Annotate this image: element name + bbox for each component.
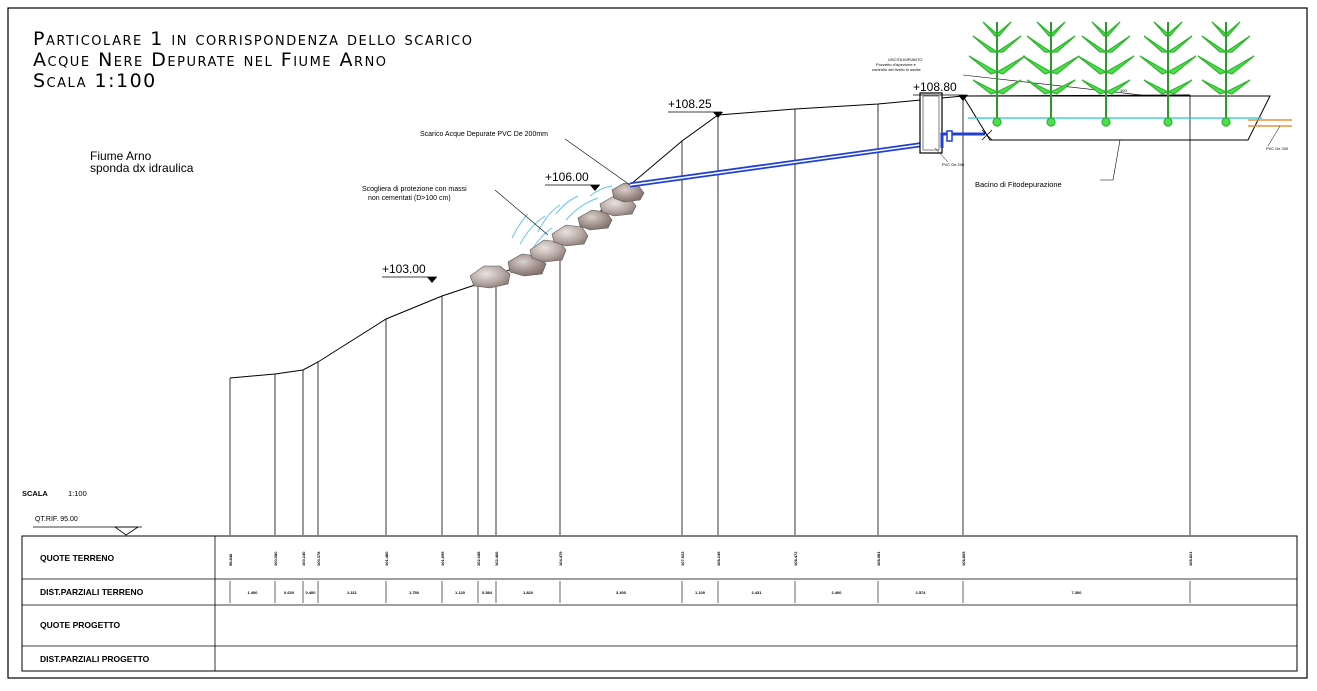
dist-terreno-value: 1.100	[695, 590, 706, 595]
annotation-bacino-tag: 300	[1120, 88, 1127, 93]
quote-terreno-cells: 98.846 100.080 100.140 100.378 101.480 101.69…	[228, 551, 1193, 566]
title-line-1: Particolare 1 in corrispondenza dello sc…	[33, 28, 473, 50]
leader-scogliera	[494, 189, 549, 236]
scale-label: SCALA	[22, 489, 48, 498]
dist-terreno-cells: 1.400 0.630 0.400 2.311 1.750 1.120 0.584 1.820…	[229, 581, 1191, 603]
title-line-3: Scala 1:100	[33, 70, 157, 92]
inspection-chamber	[919, 92, 993, 154]
rock-riprap	[469, 182, 645, 289]
svg-text:+108.80: +108.80	[913, 80, 957, 94]
section-lines	[229, 95, 1191, 535]
quote-terreno-value: 100.378	[316, 551, 321, 566]
quote-terreno-value: 98.846	[228, 553, 233, 566]
annotation-pvc-small: PVC De 200	[942, 162, 965, 167]
quote-terreno-value: 104.479	[558, 551, 563, 566]
elevation-108-80: +108.80	[913, 80, 968, 101]
elevation-108-25: +108.25	[668, 97, 723, 118]
quote-terreno-value: 108.581	[876, 551, 881, 566]
leader-scarico	[564, 138, 631, 186]
quote-terreno-value: 108.472	[793, 551, 798, 566]
outer-frame	[7, 7, 1308, 679]
leader-pvc-right	[1267, 125, 1281, 147]
title-line-2: Acque Nere Depurate nel Fiume Arno	[33, 49, 388, 71]
dist-terreno-value: 2.574	[915, 590, 926, 595]
table-row-quote-terreno: QUOTE TERRENO	[40, 553, 115, 563]
svg-text:+106.00: +106.00	[545, 170, 589, 184]
quote-terreno-value: 108.805	[961, 551, 966, 566]
quote-terreno-value: 108.821	[1188, 551, 1193, 566]
scale-value: 1:100	[68, 489, 87, 498]
annotation-uscita-1: USCITA IMPIANTO	[888, 57, 923, 62]
dist-terreno-value: 2.400	[831, 590, 842, 595]
annotation-bacino: Bacino di Fitodepurazione	[975, 180, 1062, 189]
dist-terreno-value: 2.431	[751, 590, 762, 595]
profile-table	[21, 535, 1298, 672]
dist-terreno-value: 3.400	[616, 590, 627, 595]
dist-terreno-value: 0.400	[305, 590, 316, 595]
elevation-106: +106.00	[545, 170, 600, 191]
annotation-uscita-2: Pozzetto d'ispezione e	[876, 62, 917, 67]
dist-terreno-value: 1.820	[523, 590, 534, 595]
elevation-103: +103.00	[382, 262, 437, 283]
quote-terreno-value: 101.699	[440, 551, 445, 566]
quote-terreno-value: 107.923	[680, 551, 685, 566]
annotation-uscita-3: controllo del livello in uscita	[872, 67, 921, 72]
annotation-scogliera-1: Scogliera di protezione con massi	[362, 186, 467, 193]
quote-terreno-value: 108.249	[716, 551, 721, 566]
dist-terreno-value: 1.750	[409, 590, 420, 595]
leader-pvc-small	[934, 147, 949, 163]
quote-terreno-value: 100.140	[301, 551, 306, 566]
table-row-dist-progetto: DIST.PARZIALI PROGETTO	[40, 654, 150, 664]
annotation-scarico: Scarico Acque Depurate PVC De 200mm	[420, 131, 548, 138]
annotation-scogliera-2: non cementati (D>100 cm)	[368, 195, 451, 202]
dist-terreno-value: 1.400	[247, 590, 258, 595]
svg-text:+103.00: +103.00	[382, 262, 426, 276]
quote-terreno-value: 102.466	[494, 551, 499, 566]
dist-terreno-value: 1.120	[455, 590, 466, 595]
dist-terreno-value: 0.584	[482, 590, 493, 595]
quote-terreno-value: 101.480	[384, 551, 389, 566]
reference-marker	[113, 526, 140, 536]
dist-terreno-value: 2.311	[347, 590, 358, 595]
river-label-2: sponda dx idraulica	[90, 161, 194, 175]
reference-elevation: QT.RIF. 95.00	[35, 516, 78, 523]
table-row-quote-progetto: QUOTE PROGETTO	[40, 620, 121, 630]
quote-terreno-value: 100.080	[273, 551, 278, 566]
river-label-1: Fiume Arno	[90, 149, 152, 163]
annotation-pvc-right: PVC De 200	[1266, 146, 1289, 151]
dist-terreno-value: 0.630	[284, 590, 295, 595]
leader-bacino	[1100, 139, 1121, 181]
table-row-dist-terreno: DIST.PARZIALI TERRENO	[40, 587, 144, 597]
plants	[968, 21, 1255, 127]
terrain-profile	[229, 94, 1191, 379]
svg-text:+108.25: +108.25	[668, 97, 712, 111]
dist-terreno-value: 7.300	[1071, 590, 1082, 595]
quote-terreno-value: 102.188	[476, 551, 481, 566]
